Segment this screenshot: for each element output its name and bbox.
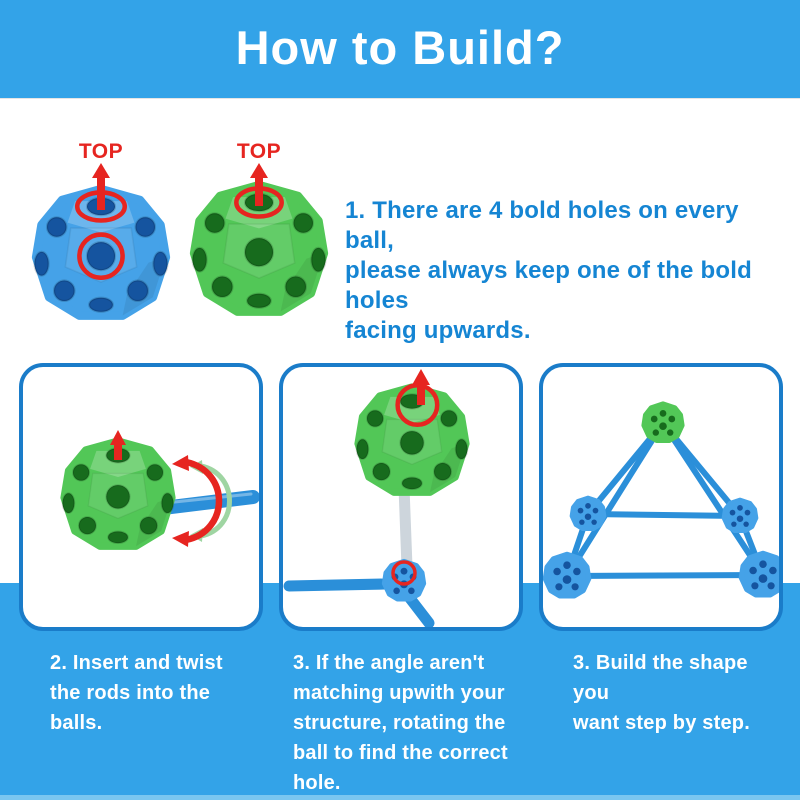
small-green-ball <box>643 403 683 441</box>
up-arrow-icon <box>92 163 110 210</box>
pyramid-illustration <box>545 403 779 596</box>
bold-hole-marker <box>77 232 125 281</box>
instruction-text: 1. There are 4 bold holes on every ball,… <box>345 196 790 346</box>
step-card-insert <box>19 363 263 631</box>
step-caption-insert: 2. Insert and twist the rods into the ba… <box>19 648 263 798</box>
captions-row: 2. Insert and twist the rods into the ba… <box>19 648 783 798</box>
balls-illustration: TOP TOP <box>33 140 327 317</box>
small-blue-ball <box>384 561 424 600</box>
caption-line: 2. Insert and twist <box>50 652 223 674</box>
rod <box>403 591 435 627</box>
caption-line: 3. If the angle aren't <box>293 652 485 674</box>
step-cards <box>19 363 783 631</box>
top-label-right: TOP <box>237 140 281 163</box>
green-ball-illustration <box>355 382 469 494</box>
rotate-ball-illustration <box>283 369 469 627</box>
instruction-line: please always keep one of the bold holes <box>345 257 752 314</box>
rotation-arrows <box>172 455 232 547</box>
up-arrow-icon <box>412 369 430 405</box>
small-blue-ball <box>741 553 779 595</box>
rod-highlight <box>163 492 253 505</box>
bold-hole-marker <box>391 560 417 586</box>
small-blue-ball <box>571 497 605 529</box>
step-card-angle <box>279 363 523 631</box>
rod <box>156 490 259 515</box>
caption-line: structure, rotating the <box>293 712 506 734</box>
up-arrow-icon <box>250 163 268 206</box>
footer-strip <box>0 795 800 800</box>
header: How to Build? <box>0 0 800 98</box>
instruction-line: 1. There are 4 bold holes on every ball, <box>345 197 739 254</box>
caption-line: want step by step. <box>573 712 750 734</box>
caption-line: the rods into the balls. <box>50 682 211 734</box>
caption-line: matching upwith your <box>293 682 505 704</box>
rod <box>283 578 391 592</box>
small-blue-ball <box>545 554 589 596</box>
rod <box>398 481 413 573</box>
caption-line: 3. Build the shape you <box>573 652 748 704</box>
up-arrow-icon <box>110 430 126 460</box>
small-blue-ball <box>723 499 757 531</box>
step-card-build <box>539 363 783 631</box>
caption-line: ball to find the correct hole. <box>293 742 508 794</box>
instruction-line: facing upwards. <box>345 317 531 344</box>
step-caption-build: 3. Build the shape you want step by step… <box>539 648 783 798</box>
top-label-left: TOP <box>79 140 123 163</box>
insert-twist-illustration <box>61 430 259 548</box>
page-title: How to Build? <box>235 21 565 74</box>
step-caption-angle: 3. If the angle aren't matching upwith y… <box>279 648 523 798</box>
